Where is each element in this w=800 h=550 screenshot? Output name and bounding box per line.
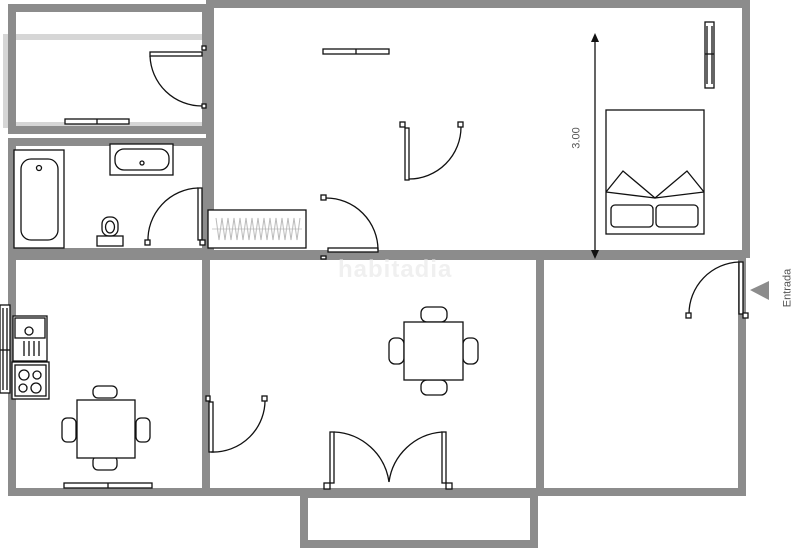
living-table <box>388 306 479 396</box>
dimension-label: 3.00 <box>570 127 583 149</box>
door-entrance <box>685 261 749 319</box>
door-terrace <box>149 45 207 109</box>
watermark: habitadia <box>338 256 453 283</box>
cooktop <box>11 361 50 400</box>
radiator <box>207 209 307 249</box>
window-bedroom <box>704 21 715 89</box>
dimension-arrow <box>591 33 599 259</box>
door-bathroom <box>144 187 206 246</box>
double-door-balcony <box>323 431 453 490</box>
bathroom-sink <box>109 143 174 176</box>
door-living-left <box>205 395 268 453</box>
kitchen-sink <box>12 315 48 362</box>
toilet <box>96 216 124 247</box>
terrace-outline <box>3 34 209 128</box>
door-inner <box>399 121 464 181</box>
window-kitchen-bottom <box>63 482 153 489</box>
kitchen-table <box>61 385 151 471</box>
window-terrace <box>64 118 130 125</box>
kitchen-window <box>0 304 11 394</box>
bathtub <box>13 149 65 249</box>
window-center <box>322 48 390 55</box>
double-bed <box>605 109 705 235</box>
entrance-label: Entrada <box>781 268 794 308</box>
door-hall-bedroom <box>320 194 379 260</box>
entrance-arrow-icon <box>750 281 769 300</box>
